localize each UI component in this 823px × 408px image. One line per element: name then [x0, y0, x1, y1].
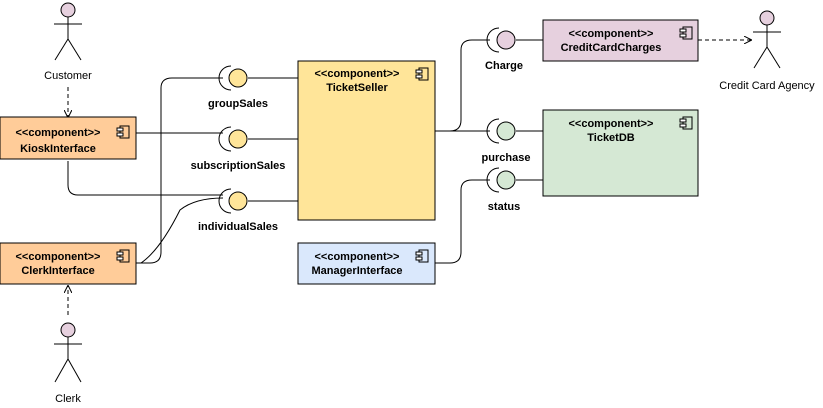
actor-customer: Customer — [44, 2, 92, 82]
actor-clerk-icon — [54, 322, 82, 383]
lollipop-icon — [228, 129, 248, 149]
component-icon — [679, 116, 693, 130]
component-icon — [116, 125, 130, 139]
actor-clerk-label: Clerk — [55, 393, 81, 405]
socket-icon — [486, 27, 500, 53]
stereotype-label: <<component>> — [315, 251, 400, 263]
component-icon — [415, 249, 429, 263]
interface-charge-label: Charge — [485, 60, 523, 72]
component-credit-card-label: CreditCardCharges — [561, 42, 662, 54]
connector-seller-charge — [435, 39, 490, 132]
stereotype-label: <<component>> — [16, 127, 101, 139]
stereotype-label: <<component>> — [569, 28, 654, 40]
interface-subscription-sales: subscriptionSales — [191, 126, 286, 172]
interface-purchase: purchase — [482, 118, 531, 164]
actor-customer-icon — [54, 2, 82, 61]
component-kiosk-label: KioskInterface — [20, 143, 96, 155]
socket-icon — [218, 126, 232, 152]
interface-individual-sales-label: individualSales — [198, 221, 278, 233]
interface-individual-sales: individualSales — [198, 188, 278, 233]
component-ticket-seller-label: TicketSeller — [326, 82, 388, 94]
component-ticket-db-label: TicketDB — [587, 132, 635, 144]
lollipop-icon — [496, 30, 516, 50]
interface-purchase-label: purchase — [482, 152, 531, 164]
actor-clerk: Clerk — [54, 322, 82, 405]
stereotype-label: <<component>> — [16, 251, 101, 263]
connector-clerk-individual — [140, 197, 224, 264]
interface-charge: Charge — [485, 27, 523, 72]
interface-group-sales: groupSales — [208, 65, 268, 110]
lollipop-icon — [228, 191, 248, 211]
lollipop-icon — [228, 68, 248, 88]
socket-icon — [486, 167, 500, 193]
component-manager-label: ManagerInterface — [311, 265, 402, 277]
stereotype-label: <<component>> — [569, 118, 654, 130]
actor-agency-icon — [753, 10, 781, 69]
stereotype-label: <<component>> — [315, 68, 400, 80]
actor-agency-label: Credit Card Agency — [719, 80, 815, 92]
component-icon — [415, 67, 429, 81]
component-clerk-label: ClerkInterface — [21, 265, 94, 277]
lollipop-icon — [496, 170, 516, 190]
socket-icon — [486, 118, 500, 144]
socket-icon — [218, 65, 232, 91]
interface-subscription-sales-label: subscriptionSales — [191, 160, 286, 172]
component-ticket-db: <<component>> TicketDB — [542, 109, 699, 197]
connector-clerk-group — [136, 77, 223, 264]
lollipop-icon — [496, 121, 516, 141]
component-icon — [116, 249, 130, 263]
component-clerk-interface: <<component>> ClerkInterface — [0, 242, 137, 285]
component-manager-interface: <<component>> ManagerInterface — [297, 242, 436, 285]
actor-customer-label: Customer — [44, 70, 92, 82]
socket-icon — [218, 188, 232, 214]
component-credit-card-charges: <<component>> CreditCardCharges — [542, 19, 699, 62]
component-kiosk-interface: <<component>> KioskInterface — [0, 116, 137, 160]
actor-credit-card-agency: Credit Card Agency — [719, 10, 815, 92]
component-ticket-seller: <<component>> TicketSeller — [297, 60, 436, 221]
connectors — [68, 40, 751, 315]
interface-status-label: status — [488, 201, 520, 213]
connector-kiosk-individual — [67, 161, 223, 196]
interface-status: status — [486, 167, 520, 213]
connector-manager-status — [435, 179, 490, 264]
component-icon — [679, 26, 693, 40]
interface-group-sales-label: groupSales — [208, 98, 268, 110]
